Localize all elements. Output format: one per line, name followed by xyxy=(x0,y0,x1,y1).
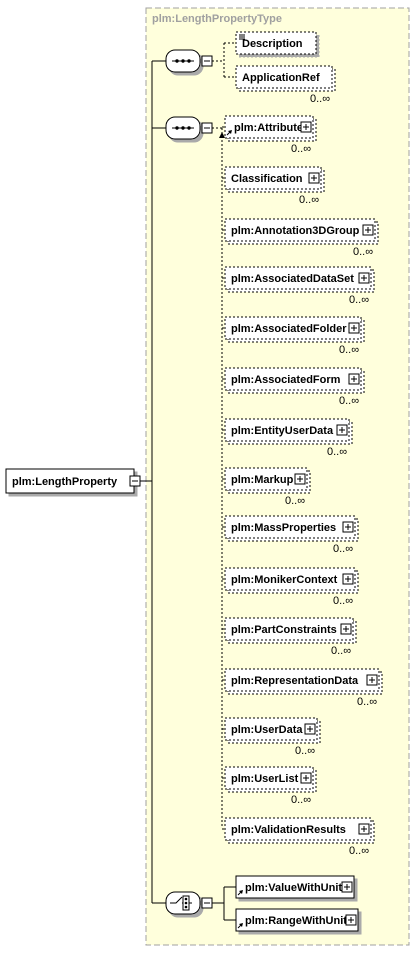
element-application-ref[interactable]: ApplicationRef 0..∞ xyxy=(235,65,336,105)
expand-icon[interactable] xyxy=(366,674,378,686)
element-value-with-unit[interactable]: plm:ValueWithUnit xyxy=(235,875,355,899)
reference-arrow-icon xyxy=(237,923,243,929)
element-description-label: Description xyxy=(242,38,303,50)
element-entity-user-data-multiplicity: 0..∞ xyxy=(327,446,347,458)
element-validation-results-multiplicity: 0..∞ xyxy=(349,845,369,857)
expand-icon[interactable] xyxy=(358,823,370,835)
element-mass-properties-label: plm:MassProperties xyxy=(231,522,336,534)
documentation-icon xyxy=(239,34,245,40)
expand-icon[interactable] xyxy=(300,772,312,784)
element-representation-data-multiplicity: 0..∞ xyxy=(357,696,377,708)
element-application-ref-multiplicity: 0..∞ xyxy=(310,93,330,105)
element-associated-form[interactable]: plm:AssociatedForm 0..∞ xyxy=(224,367,365,407)
element-markup-multiplicity: 0..∞ xyxy=(285,495,305,507)
element-classification-label: Classification xyxy=(231,173,303,185)
expand-icon[interactable] xyxy=(340,623,352,635)
element-user-list-label: plm:UserList xyxy=(231,773,299,785)
sequence-compositor-1[interactable] xyxy=(165,49,213,73)
element-markup-label: plm:Markup xyxy=(231,474,294,486)
choice-compositor[interactable] xyxy=(165,891,213,915)
expand-icon[interactable] xyxy=(336,424,348,436)
element-entity-user-data[interactable]: plm:EntityUserData 0..∞ xyxy=(224,418,353,458)
element-description[interactable]: Description xyxy=(235,31,317,55)
expand-icon[interactable] xyxy=(348,373,360,385)
element-attribute-multiplicity: 0..∞ xyxy=(291,143,311,155)
root-element-label: plm:LengthProperty xyxy=(12,476,118,488)
element-annotation3-dgroup-multiplicity: 0..∞ xyxy=(353,246,373,258)
choice-connectors xyxy=(212,886,236,921)
expand-icon[interactable] xyxy=(294,473,306,485)
element-user-list-multiplicity: 0..∞ xyxy=(291,794,311,806)
element-mass-properties[interactable]: plm:MassProperties 0..∞ xyxy=(224,515,359,555)
element-part-constraints-multiplicity: 0..∞ xyxy=(331,645,351,657)
expand-icon[interactable] xyxy=(308,172,320,184)
expand-icon[interactable] xyxy=(304,723,316,735)
element-range-with-unit[interactable]: plm:RangeWithUnit xyxy=(235,908,359,932)
element-part-constraints[interactable]: plm:PartConstraints 0..∞ xyxy=(224,617,357,657)
element-representation-data-label: plm:RepresentationData xyxy=(231,675,359,687)
root-connectors xyxy=(140,60,166,904)
expand-icon[interactable] xyxy=(345,914,357,926)
element-user-data[interactable]: plm:UserData 0..∞ xyxy=(224,717,321,757)
element-attribute[interactable]: plm:Attribute 0..∞ xyxy=(224,115,317,155)
element-moniker-context-label: plm:MonikerContext xyxy=(231,574,338,586)
element-classification[interactable]: Classification 0..∞ xyxy=(224,166,325,206)
sequence-compositor-2[interactable] xyxy=(165,116,213,140)
root-element[interactable]: plm:LengthProperty xyxy=(5,468,141,494)
element-associated-data-set-label: plm:AssociatedDataSet xyxy=(231,273,354,285)
element-annotation3-dgroup-label: plm:Annotation3DGroup xyxy=(231,225,360,237)
element-range-with-unit-label: plm:RangeWithUnit xyxy=(245,915,347,927)
element-nodes: DescriptionApplicationRef0..∞plm:Attribu… xyxy=(219,31,383,932)
expand-icon[interactable] xyxy=(341,881,353,893)
expand-icon[interactable] xyxy=(348,322,360,334)
element-moniker-context-multiplicity: 0..∞ xyxy=(333,595,353,607)
element-moniker-context[interactable]: plm:MonikerContext 0..∞ xyxy=(224,567,359,607)
element-entity-user-data-label: plm:EntityUserData xyxy=(231,425,334,437)
element-validation-results-label: plm:ValidationResults xyxy=(231,824,346,836)
element-associated-folder[interactable]: plm:AssociatedFolder 0..∞ xyxy=(224,316,365,356)
element-value-with-unit-label: plm:ValueWithUnit xyxy=(245,882,342,894)
element-associated-data-set-multiplicity: 0..∞ xyxy=(349,294,369,306)
element-associated-folder-label: plm:AssociatedFolder xyxy=(231,323,347,335)
element-associated-form-label: plm:AssociatedForm xyxy=(231,374,341,386)
element-classification-multiplicity: 0..∞ xyxy=(299,194,319,206)
sequence-2-connectors xyxy=(212,127,223,828)
element-attribute-label: plm:Attribute xyxy=(234,122,303,134)
sequence-1-connectors xyxy=(212,42,236,78)
element-user-data-label: plm:UserData xyxy=(231,724,303,736)
element-user-data-multiplicity: 0..∞ xyxy=(295,745,315,757)
expand-icon[interactable] xyxy=(342,573,354,585)
expand-icon[interactable] xyxy=(342,521,354,533)
expand-icon[interactable] xyxy=(300,121,312,133)
element-part-constraints-label: plm:PartConstraints xyxy=(231,624,337,636)
sequence-2-item-connectors xyxy=(222,126,225,830)
reference-arrow-icon xyxy=(237,890,243,896)
element-markup[interactable]: plm:Markup 0..∞ xyxy=(224,467,311,507)
element-mass-properties-multiplicity: 0..∞ xyxy=(333,543,353,555)
expand-icon[interactable] xyxy=(358,272,370,284)
element-annotation3-dgroup[interactable]: plm:Annotation3DGroup 0..∞ xyxy=(224,218,379,258)
element-user-list[interactable]: plm:UserList 0..∞ xyxy=(224,766,317,806)
element-associated-data-set[interactable]: plm:AssociatedDataSet 0..∞ xyxy=(224,266,375,306)
element-associated-folder-multiplicity: 0..∞ xyxy=(339,344,359,356)
element-application-ref-label: ApplicationRef xyxy=(242,72,320,84)
type-name: plm:LengthPropertyType xyxy=(152,13,282,25)
element-associated-form-multiplicity: 0..∞ xyxy=(339,395,359,407)
element-representation-data[interactable]: plm:RepresentationData 0..∞ xyxy=(224,668,383,708)
expand-icon[interactable] xyxy=(362,224,374,236)
trunk-arrow-icon xyxy=(219,132,225,138)
reference-arrow-icon xyxy=(226,130,232,136)
